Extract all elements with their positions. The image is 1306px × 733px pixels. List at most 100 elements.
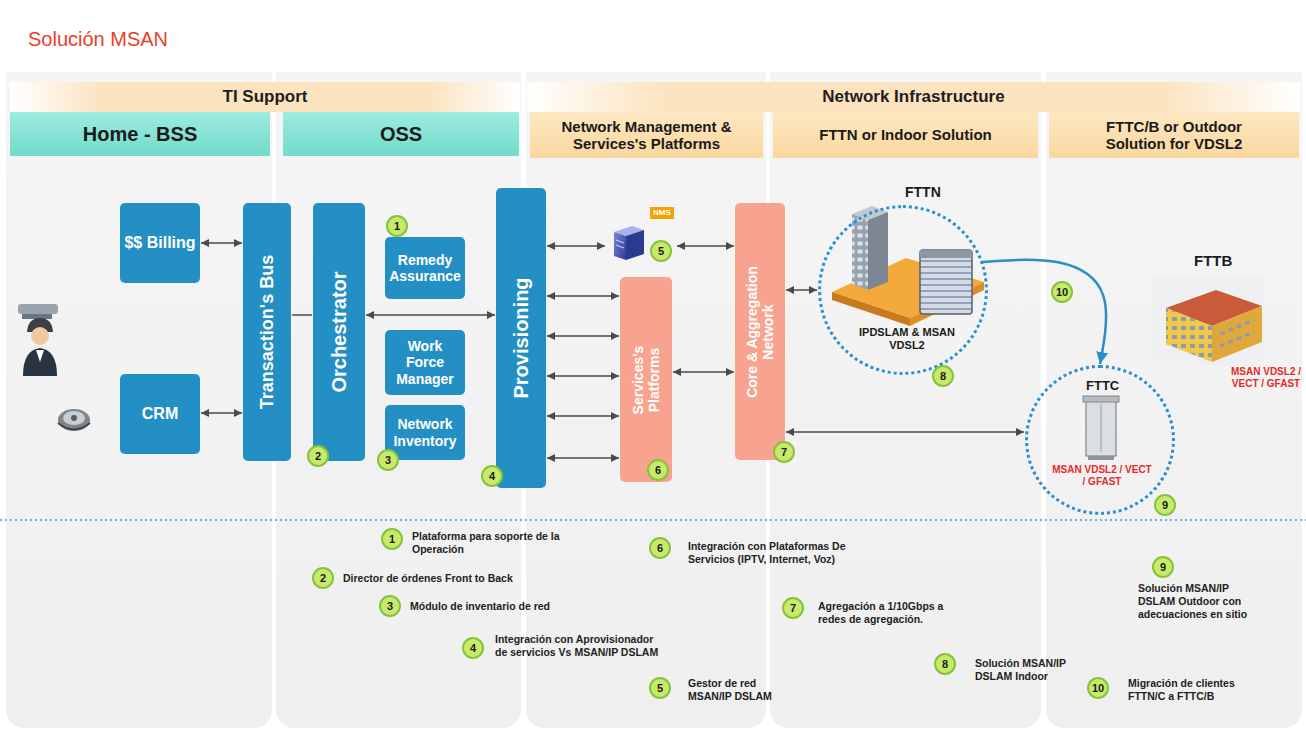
fttb-site: FTTB MSAN VDSL2 / VECT / GFAST bbox=[1150, 252, 1300, 410]
key-note: Migración de clientes FTTN/C a FTTC/B bbox=[1128, 677, 1263, 703]
key-note: Integración con Aprovisionador de servic… bbox=[495, 633, 665, 659]
node-label: Orchestrator bbox=[328, 217, 351, 447]
callout-number: 4 bbox=[462, 637, 484, 659]
node-label: Core & Aggregation Network bbox=[744, 257, 776, 407]
link-arrow bbox=[547, 375, 619, 377]
node-label: CRM bbox=[142, 405, 178, 423]
key-note: Integración con Plataformas De Servicios… bbox=[688, 540, 888, 566]
callout-number: 6 bbox=[647, 459, 669, 481]
user-icon bbox=[18, 304, 58, 376]
callout-number: 3 bbox=[377, 449, 399, 471]
link-arrow bbox=[547, 245, 605, 247]
nms-server-icon bbox=[614, 226, 644, 260]
callout-number: 7 bbox=[782, 597, 804, 619]
callout-number: 2 bbox=[307, 445, 329, 467]
column-header: FTTN or Indoor Solution bbox=[773, 112, 1038, 158]
column-panels bbox=[6, 0, 1302, 728]
node-label: Home - BSS bbox=[83, 123, 197, 146]
system-box: $$ Billing bbox=[120, 203, 200, 283]
column-header: Home - BSS bbox=[10, 112, 270, 156]
link-arrow bbox=[201, 412, 242, 414]
section-band: Network Infrastructure bbox=[527, 82, 1300, 112]
equipment-label: IPDSLAM & MSAN VDSL2 bbox=[857, 326, 957, 352]
node-label: Remedy Assurance bbox=[389, 252, 461, 284]
callout-number: 7 bbox=[773, 441, 795, 463]
callout-number: 5 bbox=[650, 240, 672, 262]
link-arrow bbox=[201, 242, 242, 244]
title-ground bbox=[0, 0, 1306, 72]
fttn-site: FTTNIPDSLAM & MSAN VDSL2 bbox=[818, 205, 988, 375]
site-label: FTTN bbox=[905, 184, 941, 201]
link-arrow bbox=[673, 371, 734, 373]
node-label: TI Support bbox=[223, 87, 308, 107]
module-box: Work Force Manager bbox=[385, 330, 465, 395]
system-box: CRM bbox=[120, 374, 200, 454]
column-header: OSS bbox=[283, 112, 519, 156]
network-bar: Core & Aggregation Network bbox=[735, 203, 785, 460]
title-rule bbox=[22, 61, 1195, 63]
callout-number: 8 bbox=[934, 653, 956, 675]
link-arrow bbox=[786, 431, 1024, 433]
callout-number: 5 bbox=[649, 677, 671, 699]
phone-icon bbox=[58, 409, 90, 431]
street-cabinet-illustration bbox=[1083, 396, 1119, 460]
node-label: Work Force Manager bbox=[389, 338, 461, 386]
callout-number: 1 bbox=[381, 528, 403, 550]
page-title: Solución MSAN bbox=[28, 28, 168, 51]
site-label: NMS bbox=[650, 207, 674, 219]
key-note: Agregación a 1/10Gbps a redes de agregac… bbox=[818, 600, 968, 626]
module-box: Network Inventory bbox=[385, 405, 465, 460]
orchestrator-bar: Orchestrator bbox=[313, 203, 365, 461]
node-label: Network Inventory bbox=[389, 416, 461, 448]
section-band: TI Support bbox=[10, 82, 520, 112]
key-note: Plataforma para soporte de la Operación bbox=[412, 530, 572, 556]
callout-number: 10 bbox=[1051, 281, 1073, 303]
callout-number: 4 bbox=[481, 465, 503, 487]
link-arrow bbox=[677, 245, 734, 247]
platform-bar: Services's Platforms bbox=[620, 277, 672, 482]
equipment-label: MSAN VDSL2 / VECT / GFAST bbox=[1230, 366, 1302, 390]
callout-number: 9 bbox=[1154, 494, 1176, 516]
callout-number: 9 bbox=[1152, 556, 1174, 578]
fttb-building-illustration bbox=[1152, 276, 1264, 366]
link-arrow bbox=[292, 314, 312, 316]
node-label: Provisioning bbox=[510, 203, 533, 473]
callout-number: 3 bbox=[379, 595, 401, 617]
key-note: Gestor de red MSAN/IP DSLAM bbox=[688, 677, 800, 703]
fttn-building-illustration bbox=[832, 206, 984, 326]
module-box: Remedy Assurance bbox=[385, 237, 465, 299]
link-arrow bbox=[547, 295, 619, 297]
callout-number: 8 bbox=[932, 365, 954, 387]
link-arrow bbox=[547, 335, 619, 337]
node-label: OSS bbox=[380, 123, 422, 146]
key-note: Solución MSAN/IP DSLAM Indoor bbox=[975, 657, 1093, 683]
callout-number: 2 bbox=[312, 567, 334, 589]
callout-number: 6 bbox=[649, 537, 671, 559]
equipment-label: MSAN VDSL2 / VECT / GFAST bbox=[1052, 464, 1152, 488]
node-label: $$ Billing bbox=[124, 234, 195, 252]
node-label: Services's Platforms bbox=[630, 325, 662, 435]
node-label: Transaction's Bus bbox=[257, 217, 278, 447]
node-label: Network Management & Services's Platform… bbox=[556, 118, 737, 153]
bus-bar: Transaction's Bus bbox=[243, 203, 291, 461]
callout-number: 10 bbox=[1087, 677, 1109, 699]
site-label: FTTC bbox=[1086, 378, 1119, 394]
migration-arrow bbox=[983, 260, 1106, 364]
link-arrow bbox=[786, 289, 817, 291]
provisioning-bar: Provisioning bbox=[496, 188, 546, 488]
link-arrow bbox=[547, 457, 619, 459]
link-arrow bbox=[366, 314, 495, 316]
column-header: FTTC/B or Outdoor Solution for VDSL2 bbox=[1049, 112, 1299, 158]
key-note: Módulo de inventario de red bbox=[410, 600, 570, 613]
column-header: Network Management & Services's Platform… bbox=[530, 112, 763, 158]
key-note: Director de órdenes Front to Back bbox=[343, 572, 533, 585]
node-label: FTTC/B or Outdoor Solution for VDSL2 bbox=[1075, 118, 1273, 153]
fttc-site: FTTC MSAN VDSL2 / VECT / GFAST bbox=[1025, 365, 1175, 515]
node-label: Network Infrastructure bbox=[822, 87, 1004, 107]
site-label: FTTB bbox=[1194, 252, 1232, 270]
link-arrow bbox=[547, 415, 619, 417]
divider-line bbox=[0, 519, 1306, 521]
key-note: Solución MSAN/IP DSLAM Outdoor con adecu… bbox=[1138, 582, 1250, 621]
node-label: FTTN or Indoor Solution bbox=[819, 126, 991, 143]
callout-number: 1 bbox=[386, 215, 408, 237]
